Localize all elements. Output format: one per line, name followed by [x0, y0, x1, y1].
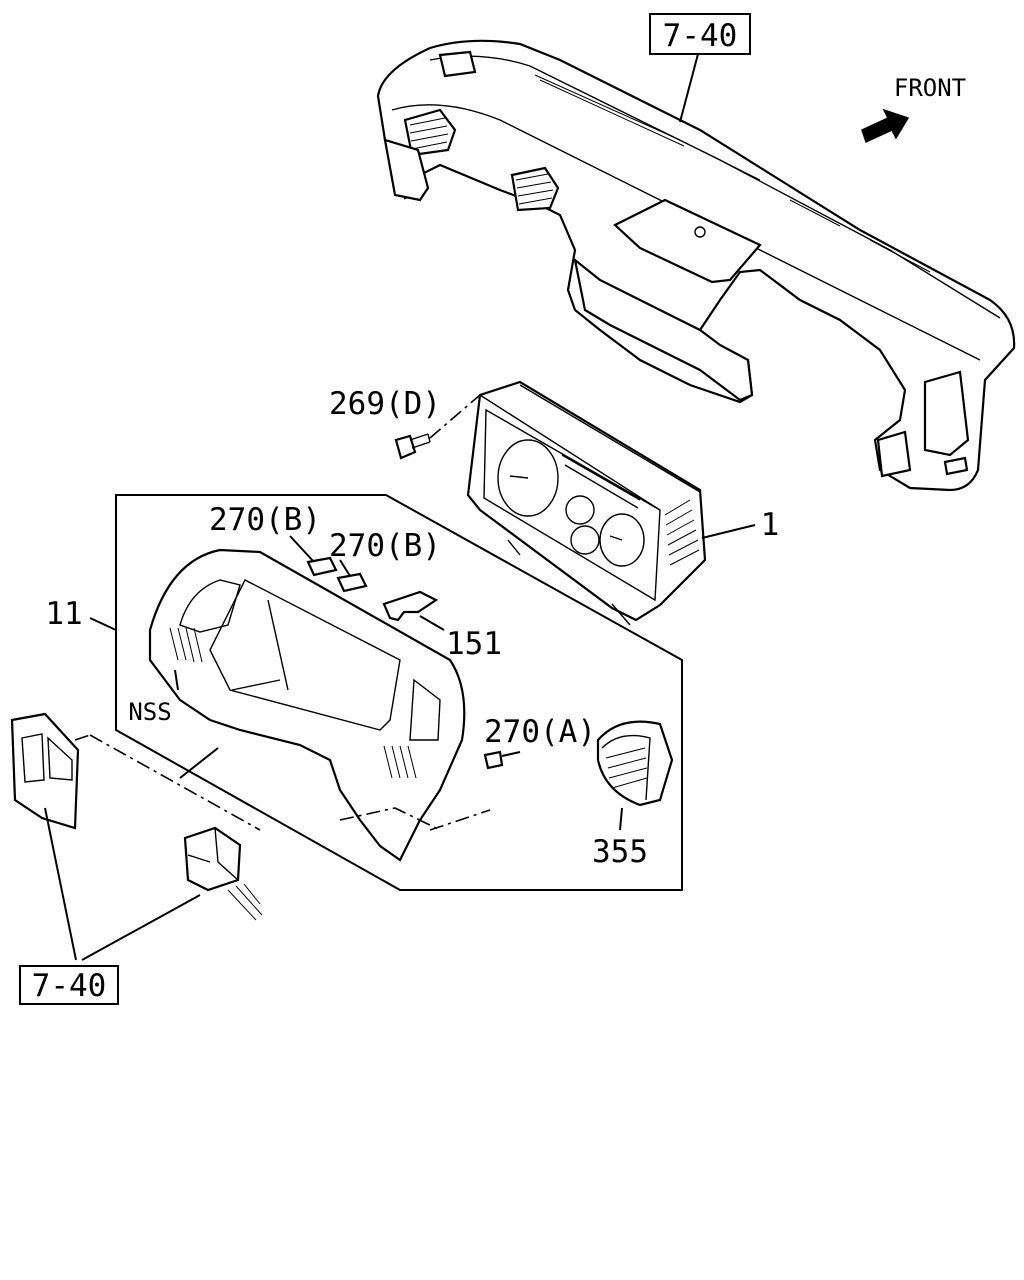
- part-1-leader: [701, 524, 756, 539]
- nss-label: NSS: [128, 698, 171, 726]
- ref-box-top-frame: [649, 13, 751, 55]
- bracket-151: [382, 590, 439, 622]
- ref-box-bottom-label: 7-40: [32, 968, 107, 1004]
- part-355-leader: [619, 807, 623, 831]
- screw-269d: [394, 433, 431, 460]
- vent-355: [596, 720, 674, 807]
- front-label: FRONT: [894, 74, 966, 102]
- ref-box-top[interactable]: 7-40: [649, 13, 751, 55]
- ref-top-leader: [679, 53, 699, 123]
- ref-bottom-leader-1: [44, 807, 77, 961]
- part-270b-1-label: 270(B): [209, 502, 321, 538]
- instrument-cluster: [466, 380, 707, 626]
- ref-box-bottom[interactable]: 7-40: [19, 965, 119, 1005]
- switch-dash-line: [89, 734, 261, 831]
- assembly-box-11: [115, 494, 683, 891]
- ref-box-bottom-frame: [19, 965, 119, 1005]
- part-1-label: 1: [761, 507, 780, 543]
- part-151-leader: [419, 615, 445, 631]
- clip-270b-1-leader: [289, 535, 315, 563]
- ref-bottom-leader-2: [81, 894, 201, 961]
- speedometer-gauge: [497, 439, 559, 517]
- switch-left-dash: [74, 734, 91, 741]
- screw-269d-dash-line: [429, 394, 481, 439]
- bezel-lower-leader: [179, 747, 219, 779]
- clip-270b-2-leader: [339, 559, 351, 577]
- tachometer-gauge: [599, 513, 645, 567]
- part-11-leader: [89, 617, 117, 631]
- nss-leader: [174, 669, 179, 691]
- clip-270b-2: [336, 572, 368, 593]
- clip-270a-leader: [501, 751, 521, 757]
- ref-box-top-label: 7-40: [663, 18, 738, 54]
- part-270b-2-label: 270(B): [329, 528, 441, 564]
- clip-270b-1: [306, 556, 338, 577]
- switch-module-lower: [183, 826, 263, 921]
- switch-panel-left: [10, 712, 80, 830]
- part-269d-label: 269(D): [329, 386, 441, 422]
- front-arrow-icon: [861, 108, 910, 144]
- part-355-label: 355: [592, 834, 648, 870]
- dashboard-panel: [376, 39, 1016, 492]
- part-270a-label: 270(A): [484, 714, 596, 750]
- part-11-label: 11: [45, 596, 82, 632]
- part-151-label: 151: [446, 626, 502, 662]
- clip-270a-dash-line: [339, 807, 491, 831]
- cluster-bezel: [148, 548, 466, 862]
- clip-270a: [483, 750, 504, 770]
